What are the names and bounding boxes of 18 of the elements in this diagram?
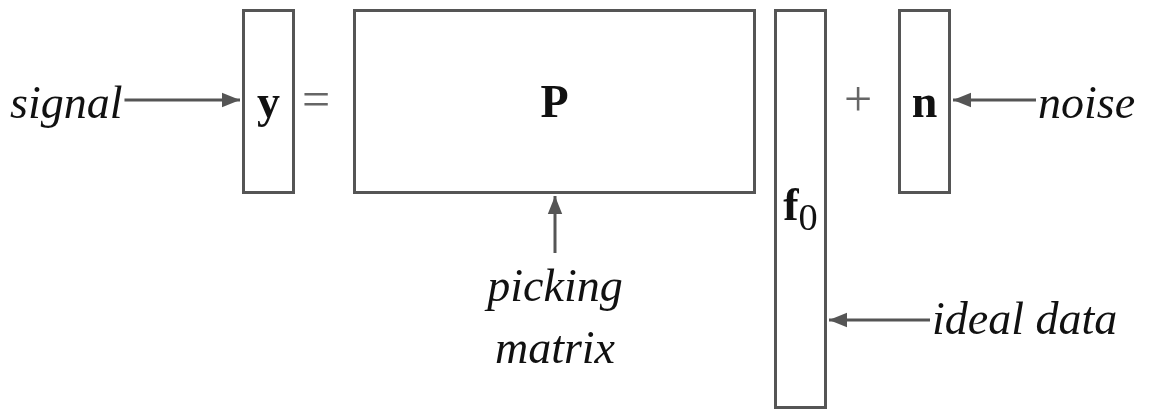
matrix-box — [353, 9, 756, 194]
annotation-text: noise — [1038, 72, 1136, 135]
annotation-text: signal — [10, 72, 123, 135]
vector-symbol: f$_{0}$ — [783, 181, 818, 237]
arrow — [124, 92, 240, 108]
vector-symbol: y — [257, 78, 280, 125]
vector-symbol: n — [911, 78, 938, 125]
arrow — [547, 196, 563, 253]
vector-box — [242, 9, 295, 194]
arrow — [953, 92, 1036, 108]
operator-sign: + — [844, 74, 873, 124]
matrix-symbol: P — [540, 78, 569, 125]
arrow — [829, 312, 930, 328]
annotation-text: picking matrix — [470, 255, 640, 380]
vector-box — [774, 9, 827, 409]
operator-sign: = — [302, 74, 331, 124]
vector-box — [898, 9, 951, 194]
annotation-text: ideal data — [932, 288, 1118, 351]
